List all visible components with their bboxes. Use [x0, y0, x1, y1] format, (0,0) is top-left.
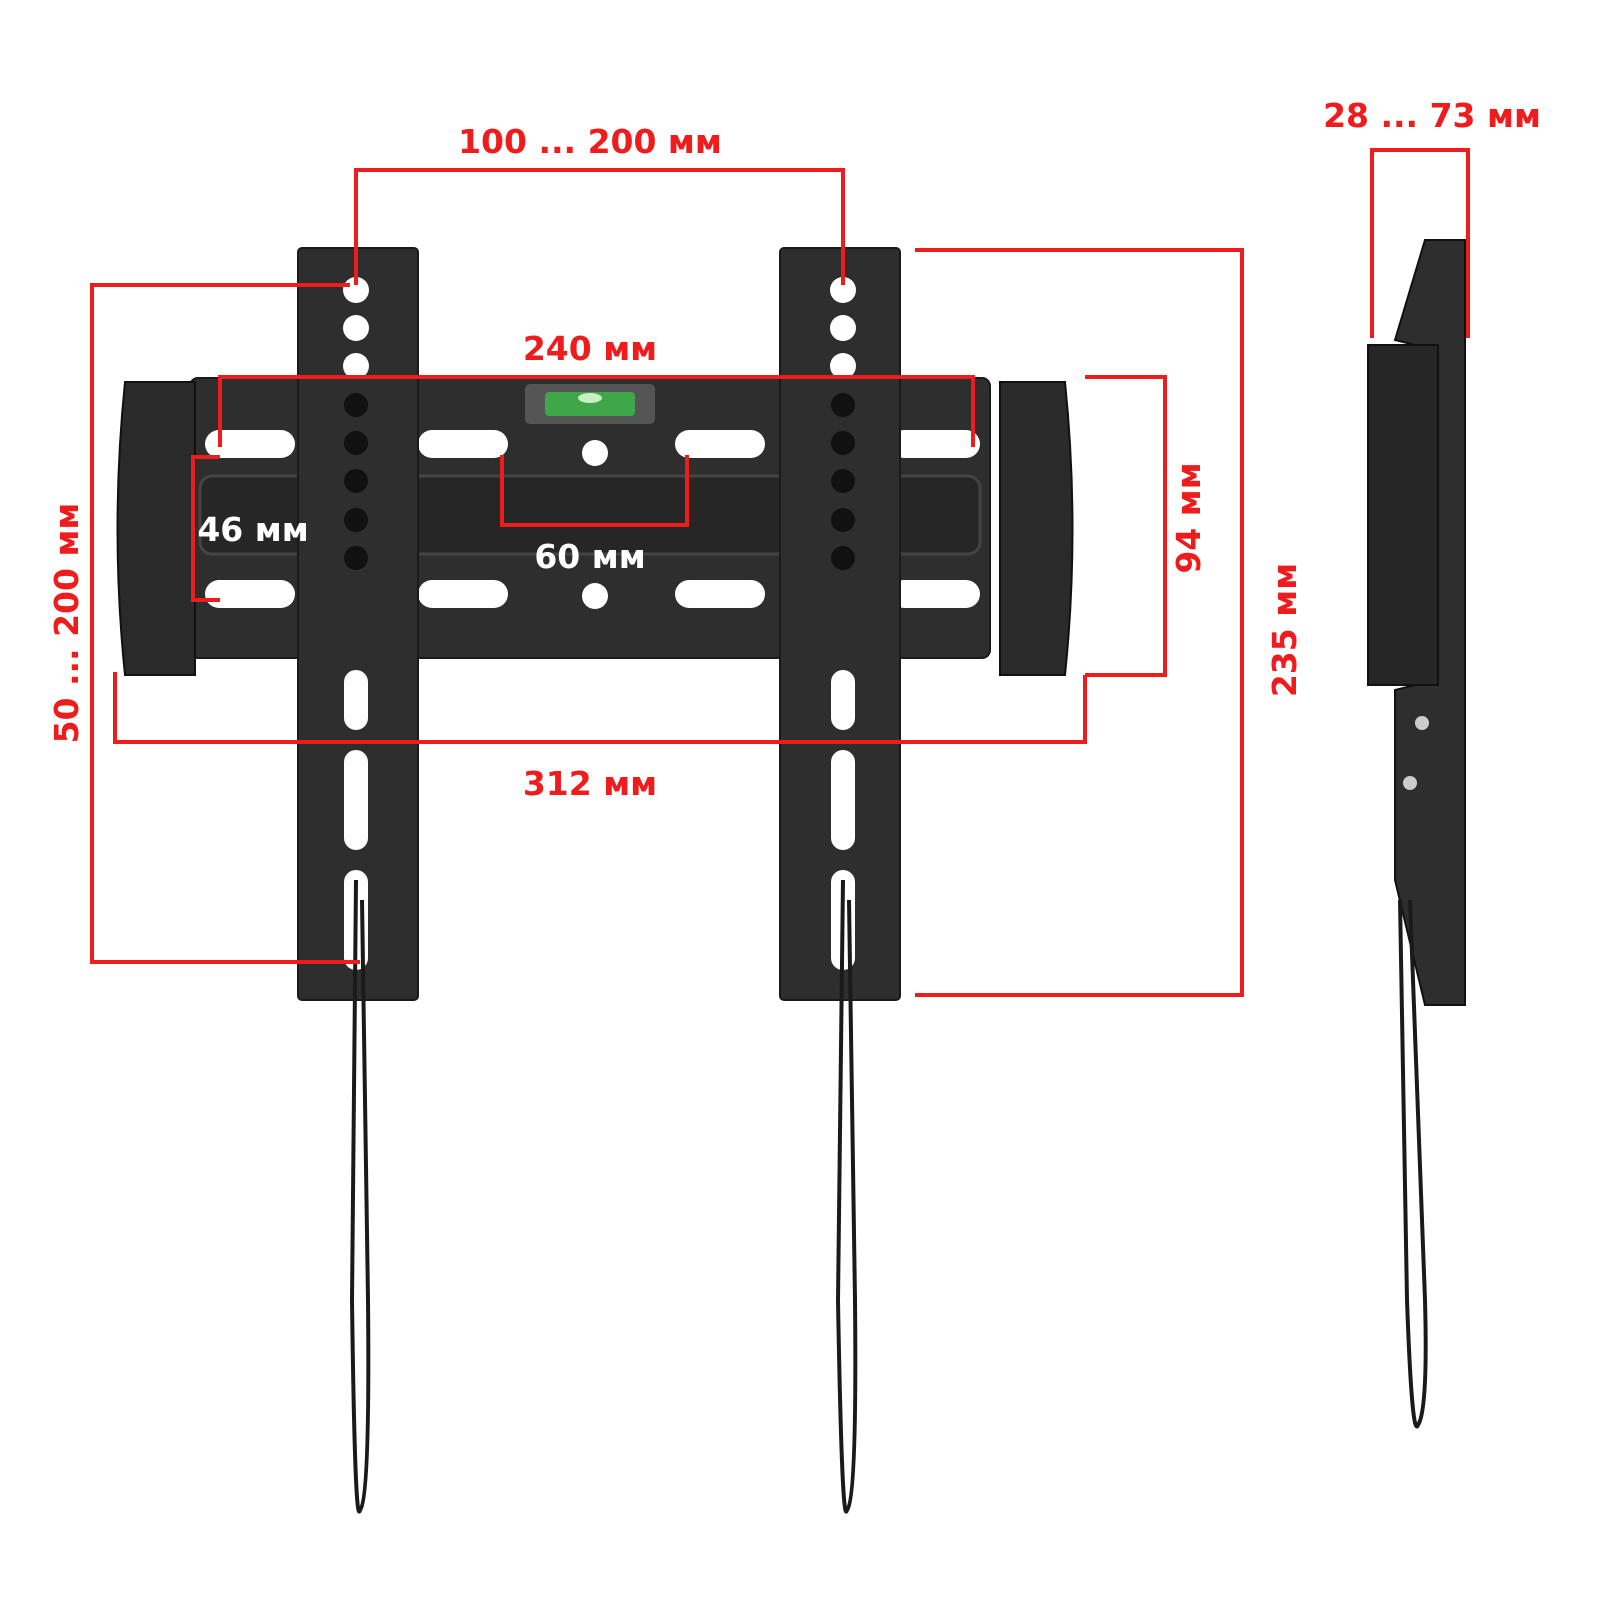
dim-line-vesa-horizontal [354, 168, 845, 285]
dim-line-depth [1370, 148, 1470, 338]
label-plate-height: 94 мм [1169, 462, 1208, 573]
dim-line-46 [191, 455, 220, 602]
label-slot-spacing: 60 мм [534, 537, 645, 576]
dim-line-240 [218, 375, 975, 447]
side-pull-cord [1398, 899, 1428, 1429]
dim-line-235 [915, 248, 1244, 997]
right-tv-bracket [779, 247, 901, 1001]
label-total-height: 235 мм [1265, 563, 1304, 697]
dim-line-vesa-vertical [90, 283, 360, 964]
label-plate-width-inner: 240 мм [523, 329, 657, 368]
label-total-width: 312 мм [523, 764, 657, 803]
dim-line-94 [1085, 375, 1167, 677]
side-view [1367, 239, 1466, 1429]
left-tv-bracket [297, 247, 419, 1001]
label-vesa-horizontal: 100 ... 200 мм [458, 122, 722, 161]
right-pull-cord [835, 879, 858, 1514]
left-pull-cord [349, 879, 371, 1514]
dim-line-312 [113, 672, 1087, 744]
label-slot-height: 46 мм [197, 510, 308, 549]
label-vesa-vertical: 50 ... 200 мм [47, 503, 86, 744]
label-depth: 28 ... 73 мм [1323, 96, 1541, 135]
right-end-cap [999, 381, 1074, 676]
left-end-cap [116, 381, 196, 676]
bubble-level-icon [525, 384, 655, 424]
dim-line-60 [500, 455, 689, 527]
